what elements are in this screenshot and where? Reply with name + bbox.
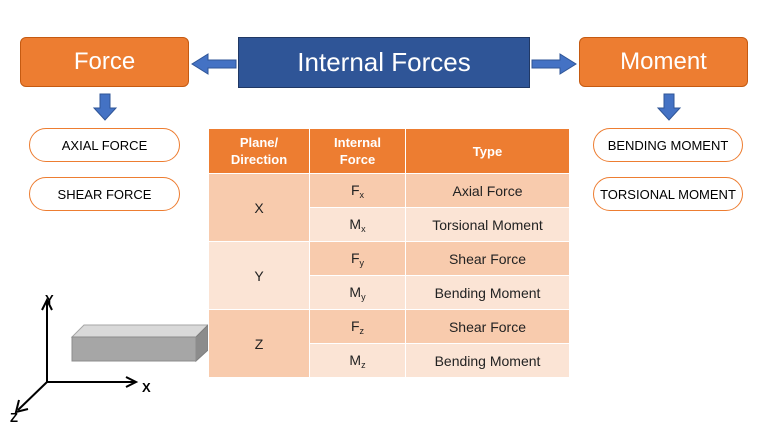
- force-label: Force: [73, 48, 136, 75]
- shear-force-pill: SHEAR FORCE: [29, 177, 180, 211]
- moment-label: Moment: [620, 48, 707, 75]
- shear-force-label: SHEAR FORCE: [57, 186, 152, 202]
- type-cell: Shear Force: [405, 241, 570, 276]
- type-cell: Bending Moment: [405, 275, 570, 310]
- table-row: Mx Torsional Moment: [209, 207, 570, 242]
- axis-label-y: Y: [45, 292, 54, 307]
- force-cell: Fy: [309, 241, 406, 276]
- arrow-down-force-icon: [92, 93, 118, 121]
- beam-icon: [70, 323, 210, 363]
- header-type: Type: [405, 128, 570, 174]
- title-box: Internal Forces: [238, 37, 530, 88]
- plane-cell-y: Y: [208, 241, 310, 310]
- axis-label-z: Z: [10, 410, 18, 425]
- arrow-right-icon: [531, 53, 577, 75]
- header-force-line1: Internal: [334, 135, 381, 150]
- force-cell: Mx: [309, 207, 406, 242]
- arrow-down-moment-icon: [656, 93, 682, 121]
- force-cell: Fx: [309, 173, 406, 208]
- table-row: Z Fz Shear Force: [208, 309, 570, 378]
- type-cell: Bending Moment: [405, 343, 570, 378]
- force-cell: My: [309, 275, 406, 310]
- internal-forces-table: Plane/ Direction Internal Force Type X F…: [208, 128, 570, 378]
- arrow-left-icon: [191, 53, 237, 75]
- header-internal-force: Internal Force: [309, 128, 406, 174]
- axial-force-label: AXIAL FORCE: [61, 137, 148, 153]
- header-force-line2: Force: [339, 152, 376, 167]
- type-cell: Torsional Moment: [405, 207, 570, 242]
- header-plane-line2: Direction: [230, 152, 288, 167]
- plane-cell-x: X: [208, 173, 310, 242]
- force-cell: Fz: [309, 309, 406, 344]
- header-type-label: Type: [472, 143, 503, 159]
- table-row: Mz Bending Moment: [209, 343, 570, 378]
- torsional-moment-pill: TORSIONAL MOMENT: [593, 177, 743, 211]
- header-plane-line1: Plane/: [239, 135, 279, 150]
- type-cell: Shear Force: [405, 309, 570, 344]
- bending-moment-pill: BENDING MOMENT: [593, 128, 743, 162]
- force-cell: Mz: [309, 343, 406, 378]
- axial-force-pill: AXIAL FORCE: [29, 128, 180, 162]
- axis-label-x: X: [142, 380, 151, 395]
- table-row: My Bending Moment: [209, 275, 570, 310]
- moment-box: Moment: [579, 37, 748, 87]
- table-row: X Fx Axial Force: [208, 173, 570, 242]
- coordinate-axes-icon: [14, 297, 139, 414]
- bending-moment-label: BENDING MOMENT: [607, 137, 729, 153]
- header-plane-direction: Plane/ Direction: [208, 128, 310, 174]
- plane-cell-z: Z: [208, 309, 310, 378]
- type-cell: Axial Force: [405, 173, 570, 208]
- force-box: Force: [20, 37, 189, 87]
- torsional-moment-label: TORSIONAL MOMENT: [600, 186, 736, 202]
- table-header-row: Plane/ Direction Internal Force Type: [208, 128, 570, 174]
- diagram-title: Internal Forces: [297, 47, 471, 77]
- table-row: Y Fy Shear Force: [208, 241, 570, 310]
